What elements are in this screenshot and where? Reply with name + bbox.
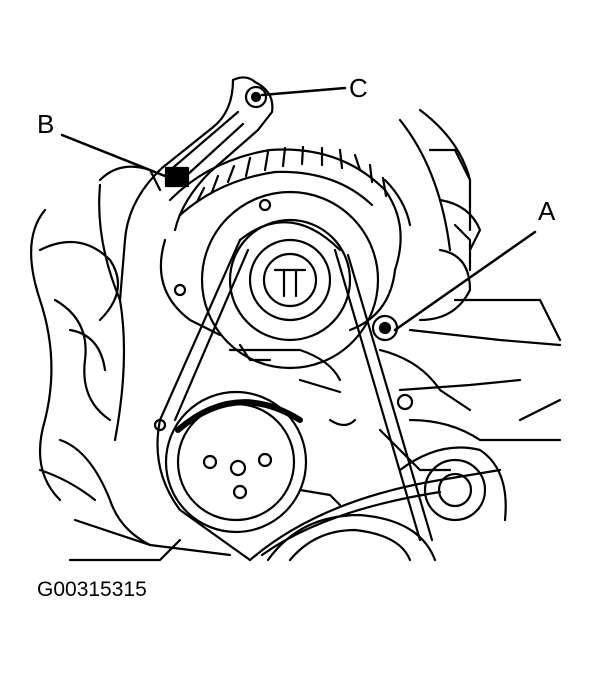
leader-line-b — [62, 135, 170, 178]
lower-right-pulleys — [268, 448, 506, 561]
alternator-housing — [161, 147, 410, 335]
adjusting-bracket — [120, 77, 272, 300]
engine-block-outline — [31, 110, 560, 560]
leader-line-c — [262, 88, 345, 95]
callout-label-c: C — [349, 73, 368, 103]
engine-details — [155, 345, 412, 505]
leader-line-a — [395, 232, 535, 330]
drive-belt — [158, 222, 501, 560]
callout-label-b: B — [37, 109, 55, 139]
leader-lines — [62, 88, 535, 330]
figure-id: G00315315 — [37, 578, 147, 601]
lower-pulley — [166, 392, 306, 532]
alternator-pulley — [175, 192, 378, 368]
pivot-bolt-a — [373, 316, 397, 340]
callout-label-a: A — [538, 196, 556, 226]
bracket-bolt-c — [246, 87, 266, 107]
